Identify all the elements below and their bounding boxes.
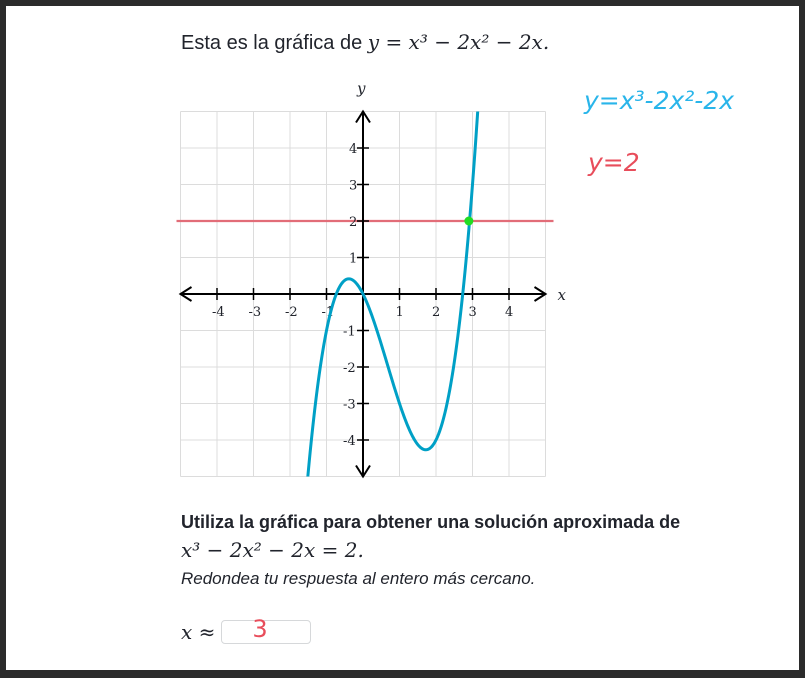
- intro-equation: y = x³ − 2x² − 2x.: [367, 30, 550, 54]
- question-equation: x³ − 2x² − 2x = 2.: [181, 538, 364, 562]
- intro-prefix: Esta es la gráfica de: [181, 32, 363, 54]
- y-axis-arrow-down: [355, 464, 371, 479]
- y-tick-label: 4: [349, 142, 357, 157]
- exercise-page: Esta es la gráfica de y = x³ − 2x² − 2x.…: [6, 6, 799, 670]
- x-tick-label: -4: [212, 305, 225, 320]
- y-tick-label: 2: [349, 215, 357, 230]
- y-axis-arrow-up: [355, 109, 371, 124]
- scratch-equation-1: y=x³-2x²-2x: [583, 86, 734, 115]
- answer-row: x ≈ 3: [181, 615, 312, 644]
- x-tick-label: 3: [469, 305, 477, 320]
- y-tick-label: -2: [343, 361, 356, 376]
- scratch-equation-2: y=2: [587, 148, 640, 177]
- intro-text: Esta es la gráfica de y = x³ − 2x² − 2x.: [181, 30, 549, 55]
- question-prompt: Utiliza la gráfica para obtener una solu…: [181, 512, 681, 532]
- y-tick-label: 1: [349, 252, 357, 267]
- x-tick-label: -2: [285, 305, 298, 320]
- y-tick-label: -3: [343, 398, 356, 413]
- answer-value: 3: [252, 615, 268, 643]
- scratchpad: y=x³-2x²-2x y=2: [583, 86, 734, 177]
- x-axis-label: x: [558, 286, 567, 304]
- x-tick-label: 4: [505, 305, 513, 320]
- y-tick-label: -1: [343, 325, 356, 340]
- y-axis-label: y: [356, 80, 366, 98]
- x-tick-label: 1: [396, 305, 404, 320]
- x-axis-arrow-left: [178, 286, 193, 302]
- x-tick-label: 2: [432, 305, 440, 320]
- rounding-hint: Redondea tu respuesta al entero más cerc…: [181, 569, 536, 588]
- y-tick-label: 3: [349, 179, 357, 194]
- cubic-curve: [306, 111, 480, 477]
- x-axis-arrow-right: [533, 286, 548, 302]
- answer-label: x ≈: [181, 620, 216, 644]
- y-tick-label: -4: [343, 434, 356, 449]
- intersection-point: [464, 216, 474, 226]
- x-tick-label: -3: [249, 305, 262, 320]
- answer-input[interactable]: 3: [221, 615, 312, 644]
